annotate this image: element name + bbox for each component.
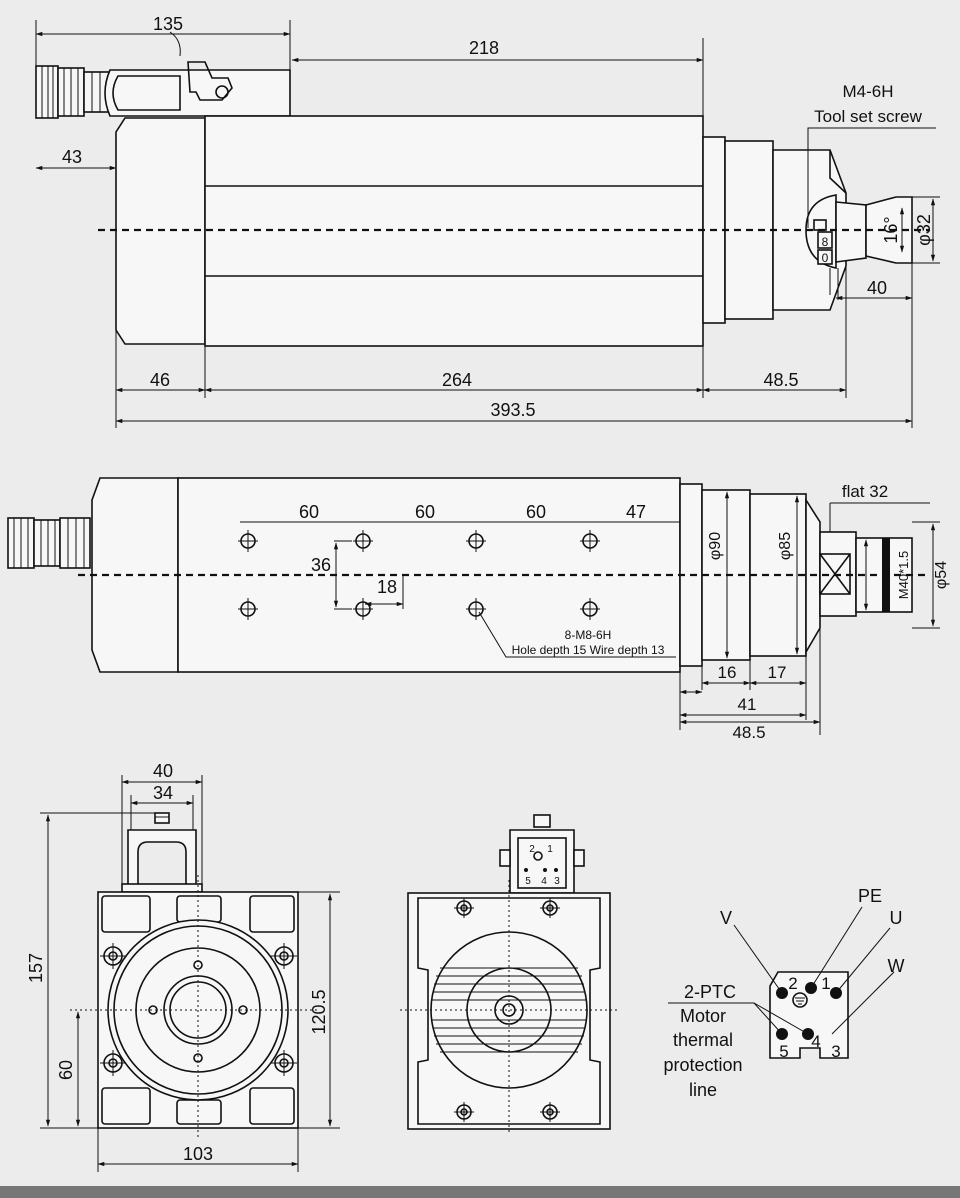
ptc-desc-2: thermal (673, 1030, 733, 1050)
hole-offset: 18 (377, 577, 397, 597)
screw-spec: M4-6H (842, 82, 893, 101)
pin-num-4: 4 (811, 1032, 820, 1051)
dim-40-connector: 40 (153, 761, 173, 781)
pin-num-1: 1 (821, 974, 830, 993)
bolt-hole (271, 943, 297, 969)
dim-120-5: 120.5 (309, 989, 329, 1034)
hole-vertical-spacing: 36 (311, 555, 331, 575)
dim-16: 16 (718, 663, 737, 682)
collet-mark-bottom: 0 (822, 251, 829, 265)
mounting-hole (238, 598, 258, 620)
mounting-hole (580, 530, 600, 552)
label-U: U (890, 908, 903, 928)
dim-393-5: 393.5 (490, 400, 535, 420)
label-W: W (888, 956, 905, 976)
dim-48-5-top: 48.5 (763, 370, 798, 390)
bolt-hole (454, 898, 474, 918)
rear-pin-4: 4 (541, 876, 547, 887)
dia-54: φ54 (933, 561, 950, 589)
bolt-hole (100, 1050, 126, 1076)
dim-40-collet: 40 (867, 278, 887, 298)
mounting-hole (353, 530, 373, 552)
ptc-label: 2-PTC (684, 982, 736, 1002)
front-bolt-holes (100, 943, 297, 1076)
dim-218: 218 (469, 38, 499, 58)
mounting-hole (466, 530, 486, 552)
front-dimensions (40, 775, 340, 1172)
pin-num-2: 2 (788, 974, 797, 993)
side-dimensions (240, 491, 940, 735)
dim-17: 17 (768, 663, 787, 682)
bolt-hole (540, 898, 560, 918)
leader-U (835, 927, 891, 994)
ground-symbol (792, 992, 808, 1008)
collet-mark-top: 8 (822, 235, 829, 249)
dim-46: 46 (150, 370, 170, 390)
dim-41: 41 (738, 695, 757, 714)
footer-bar (0, 1186, 960, 1198)
pin-num-3: 3 (831, 1042, 840, 1061)
ptc-desc-1: Motor (680, 1006, 726, 1026)
dim-60-center: 60 (56, 1060, 76, 1080)
mounting-hole (238, 530, 258, 552)
dim-16-deg: 16° (881, 216, 901, 243)
dim-264: 264 (442, 370, 472, 390)
connector-outline (769, 971, 849, 1059)
dim-43: 43 (62, 147, 82, 167)
rear-bolt-holes (454, 898, 560, 1122)
dim-phi-32: φ32 (914, 214, 934, 246)
rear-pin-5: 5 (525, 876, 531, 887)
leader-W (831, 971, 895, 1035)
ptc-desc-4: line (689, 1080, 717, 1100)
side-mounting-holes (238, 530, 600, 620)
front-view: 40 34 157 120.5 60 103 (26, 761, 340, 1172)
flat-spec: flat 32 (842, 482, 888, 501)
leader-V (733, 924, 783, 994)
pin-num-5: 5 (779, 1042, 788, 1061)
dia-90: φ90 (707, 532, 724, 560)
dim-103: 103 (183, 1144, 213, 1164)
rear-view: 2 1 5 4 3 (400, 814, 620, 1135)
dim-135: 135 (153, 14, 183, 34)
side-cable-gland (7, 517, 91, 569)
mounting-hole (353, 598, 373, 620)
leader-PTC-2 (753, 1002, 809, 1035)
mounting-hole (466, 598, 486, 620)
dim-48-5-side: 48.5 (732, 723, 765, 742)
bolt-hole (271, 1050, 297, 1076)
top-connector-housing (104, 61, 291, 117)
front-connector (121, 812, 203, 893)
wiring-diagram: V PE U W 2 1 5 4 3 2-PTC Motor thermal p… (663, 886, 904, 1100)
screw-label: Tool set screw (814, 107, 922, 126)
hole-spacing-3: 60 (526, 502, 546, 522)
thread-spec: M40*1.5 (896, 551, 911, 599)
hole-spacing-2: 60 (415, 502, 435, 522)
hole-note: Hole depth 15 Wire depth 13 (512, 643, 665, 657)
rear-connector (499, 814, 585, 894)
bolt-hole (100, 943, 126, 969)
top-view: 135 218 43 46 264 48.5 393.5 40 16° φ32 … (35, 14, 940, 428)
dim-34-connector: 34 (153, 783, 173, 803)
bolt-hole (540, 1102, 560, 1122)
hole-spec: 8-M8-6H (565, 628, 612, 642)
label-V: V (720, 908, 732, 928)
top-cable-gland (35, 65, 111, 119)
mounting-hole (580, 598, 600, 620)
rear-pin-2: 2 (529, 844, 535, 855)
dia-85: φ85 (777, 532, 794, 560)
leader-PE (810, 906, 863, 989)
hole-spacing-4: 47 (626, 502, 646, 522)
ptc-desc-3: protection (663, 1055, 742, 1075)
top-dimensions (35, 20, 940, 428)
label-PE: PE (858, 886, 882, 906)
side-view: 60 60 60 47 36 18 8-M8-6H Hole depth 15 … (7, 477, 950, 742)
rear-pin-3: 3 (554, 876, 560, 887)
hole-spacing-1: 60 (299, 502, 319, 522)
dim-157: 157 (26, 953, 46, 983)
rear-pin-1: 1 (547, 844, 553, 855)
bolt-hole (454, 1102, 474, 1122)
